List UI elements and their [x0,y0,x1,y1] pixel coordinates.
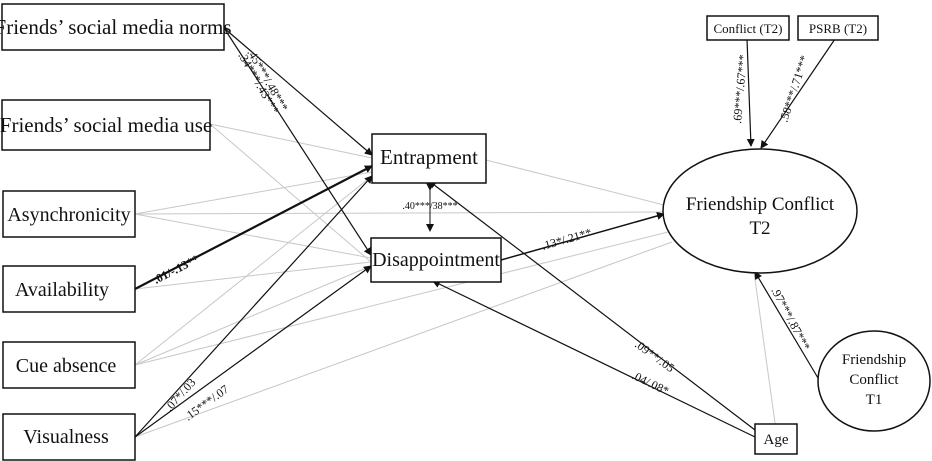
node-visualness-box [2,413,136,461]
coef-loading-psrb-t2: .58***/.71*** [777,54,812,124]
path-async-to-conflict [134,211,665,215]
path-psrbT2-indicator-loading [760,38,836,149]
path-norms-to-disappointment [223,27,372,256]
node-labels: Friends’ social media norms Friends’ soc… [0,15,906,448]
label-friendship-conflict-t1-line2: Conflict [849,372,899,388]
label-age: Age [764,432,789,448]
label-friendship-conflict-t2-line1: Friendship Conflict [686,194,835,215]
significant-paths [134,27,836,438]
node-psrb-t2-indicator-box [797,15,879,41]
node-boxes [1,3,931,461]
coef-entrapment-disappointment-covariance: .40***/38*** [402,201,457,212]
path-entrapment-to-conflict [485,159,665,206]
coef-age-to-disappointment: .04/.08* [630,368,671,398]
path-visualness-to-conflict [134,241,673,438]
coef-t1-to-t2: .97***/.87*** [768,285,813,353]
label-friends-use: Friends’ social media use [0,113,212,137]
node-conflict-t2-indicator-box [706,15,790,41]
label-psrb-t2-indicator: PSRB (T2) [809,21,867,36]
path-cueabsence-to-disappointment [134,265,372,366]
label-friendship-conflict-t2-line2: T2 [749,218,770,239]
path-age-to-entrapment [428,180,756,431]
coef-availability-to-entrapment: .01/-.13** [151,252,201,287]
node-entrapment-box [371,133,487,184]
label-availability: Availability [15,279,109,301]
node-age-box [754,423,798,455]
path-availability-to-disappointment [134,261,372,290]
label-cueabsence: Cue absence [16,355,117,377]
node-cueabsence-box [2,341,136,389]
coef-disappointment-to-conflict: .13*/.21** [540,225,593,253]
label-visualness: Visualness [23,426,109,448]
node-friendship-conflict-t2-ellipse [662,148,858,274]
path-visualness-to-disappointment [134,265,372,438]
coef-loading-conflict-t2: .69***/.67*** [730,54,750,124]
path-cueabsence-to-entrapment [134,175,373,366]
path-async-to-entrapment [134,171,373,215]
label-entrapment: Entrapment [380,145,478,169]
nonsignificant-paths [134,123,777,438]
node-friends-norms-box [1,3,225,51]
path-use-to-disappointment [209,123,372,263]
path-availability-to-entrapment [134,165,373,290]
node-friendship-conflict-t1-ellipse [817,330,931,432]
label-friendship-conflict-t1-line3: T1 [866,392,883,408]
node-disappointment-box [370,237,502,283]
path-age-to-conflict [753,271,777,431]
label-conflict-t2-indicator: Conflict (T2) [714,21,783,36]
path-async-to-disappointment [134,213,372,259]
path-t1-to-t2 [754,271,819,379]
path-cueabsence-to-conflict [134,231,669,366]
path-age-to-disappointment [432,280,756,438]
node-asynchronicity-box [2,190,136,238]
path-visualness-to-entrapment [134,175,373,438]
node-friends-use-box [1,99,211,151]
path-disappointment-to-conflict [500,212,665,261]
path-use-to-entrapment [209,123,373,159]
label-friends-norms: Friends’ social media norms [0,15,231,39]
label-disappointment: Disappointment [372,249,500,271]
label-friendship-conflict-t1-line1: Friendship [842,352,906,368]
node-availability-box [2,265,136,313]
path-conflictT2-indicator-loading [746,38,755,147]
label-asynchronicity: Asynchronicity [7,204,130,226]
path-norms-to-entrapment [223,27,373,156]
